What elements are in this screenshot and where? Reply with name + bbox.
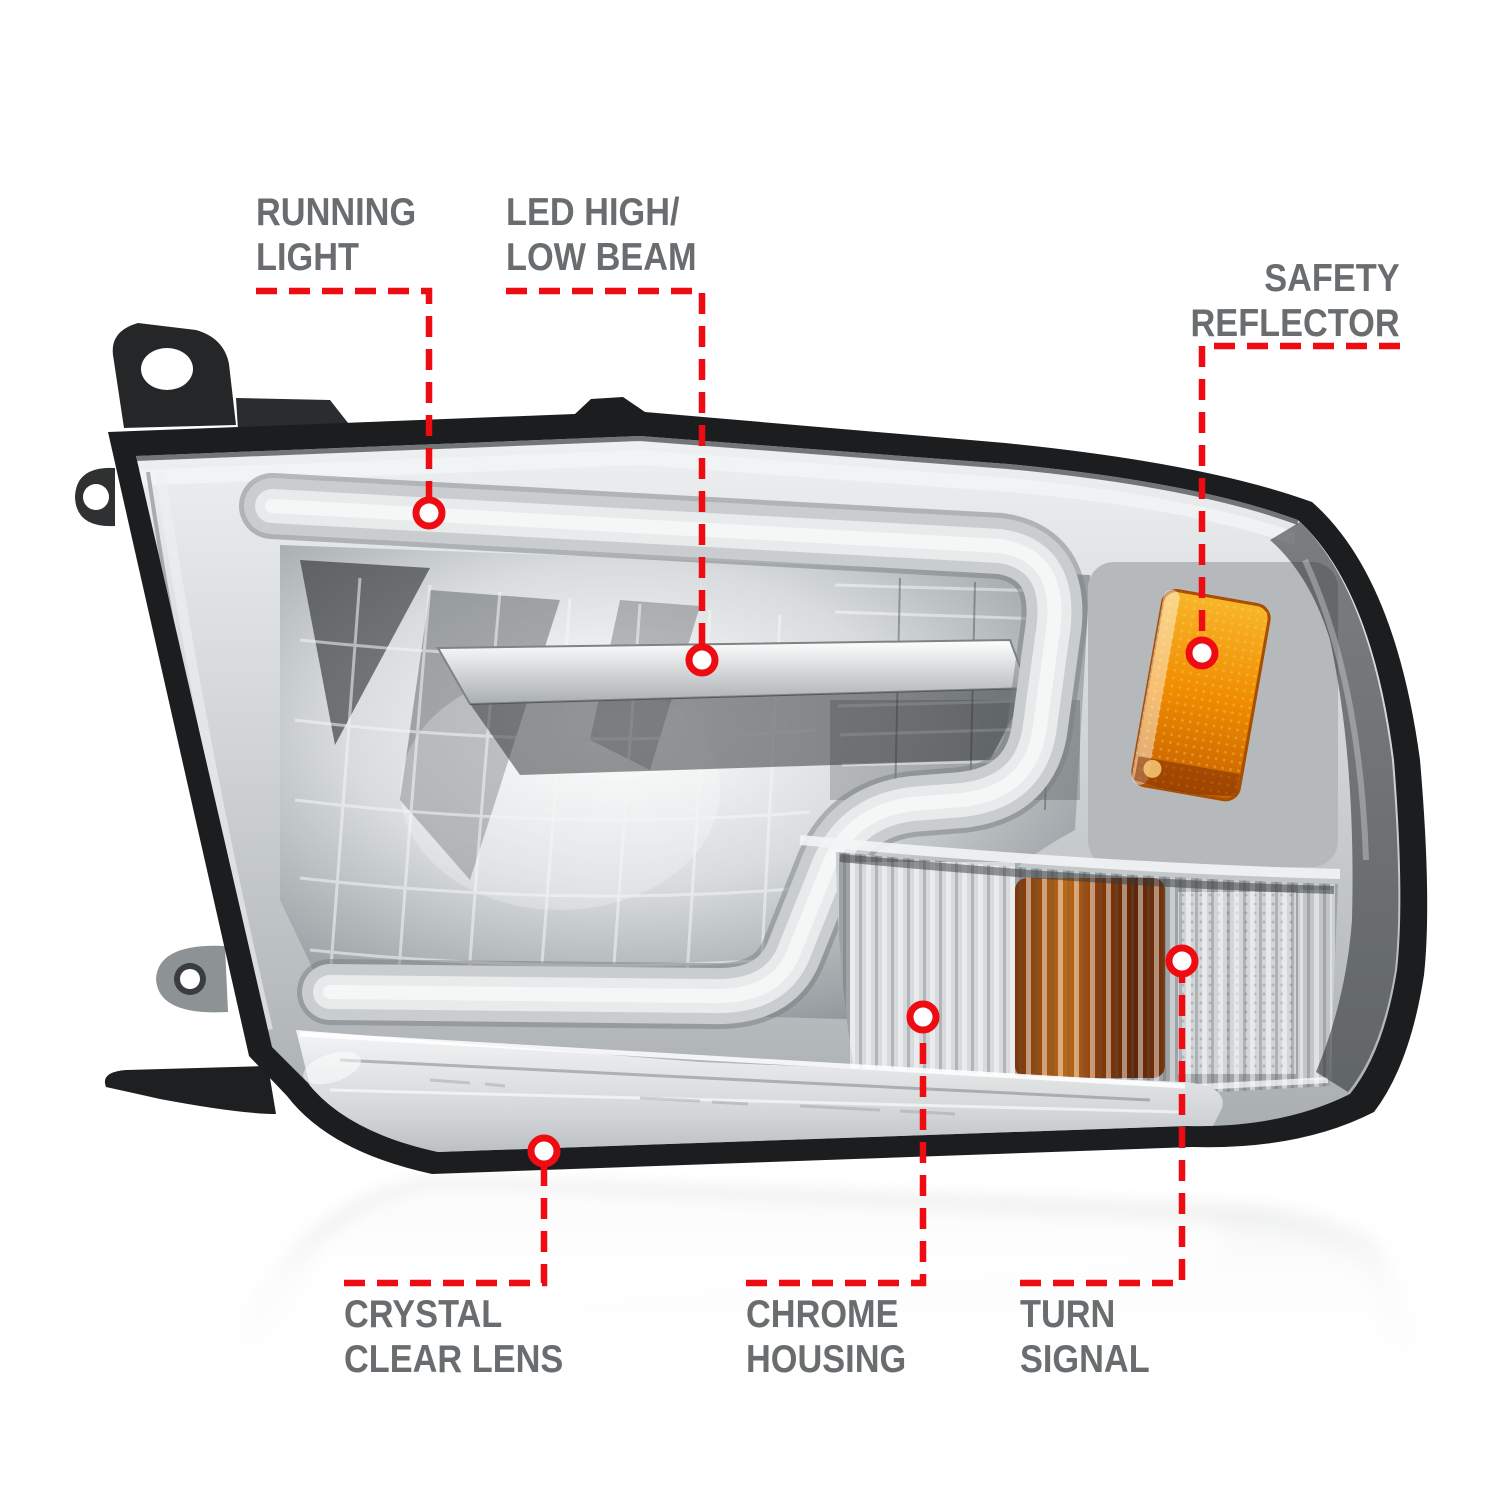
label-line: LED HIGH/ [506, 191, 680, 234]
callout-dot-safety-reflector [1185, 636, 1219, 670]
callout-line-running-light [256, 287, 433, 497]
callout-label-chrome-housing: CHROME HOUSING [746, 1292, 906, 1382]
amber-safety-reflector [1131, 589, 1271, 802]
callout-dot-led-high-low-beam [685, 643, 719, 677]
callout-label-turn-signal: TURN SIGNAL [1020, 1292, 1150, 1382]
label-line: TURN [1020, 1293, 1116, 1336]
label-line: LOW BEAM [506, 236, 697, 279]
callout-dot-turn-signal [1165, 944, 1199, 978]
label-line: LIGHT [256, 236, 359, 279]
crystal-lens-strip [296, 1030, 1223, 1152]
label-line: CLEAR LENS [344, 1338, 564, 1381]
mount-bracket-bottom [104, 1066, 276, 1114]
label-line: CHROME [746, 1293, 899, 1336]
reflection-fade [0, 1180, 1500, 1500]
callout-line-led-high-low-beam [506, 287, 706, 644]
callout-leader-lines [256, 287, 1400, 1287]
label-line: HOUSING [746, 1338, 907, 1381]
label-line: SIGNAL [1020, 1338, 1150, 1381]
callout-label-led-high-low-beam: LED HIGH/ LOW BEAM [506, 190, 697, 280]
callout-line-crystal-clear-lens [344, 1167, 548, 1287]
callout-label-running-light: RUNNING LIGHT [256, 190, 416, 280]
callout-dot-chrome-housing [906, 1000, 940, 1034]
callout-label-safety-reflector: SAFETY REFLECTOR [1191, 256, 1400, 346]
label-line: RUNNING [256, 191, 417, 234]
chrome-housing-bezel [136, 436, 1401, 1152]
label-line: CRYSTAL [344, 1293, 503, 1336]
mount-bracket-top [236, 398, 352, 430]
mount-hole-left [83, 484, 109, 510]
mount-hole-top [141, 348, 193, 390]
mount-hole-lower [180, 969, 200, 989]
led-beam-blade [436, 638, 1030, 775]
label-line: SAFETY [1264, 257, 1400, 300]
callout-line-safety-reflector [1198, 342, 1400, 637]
running-light-bar [239, 473, 1088, 1030]
callout-dot-crystal-clear-lens [527, 1134, 561, 1168]
lens-emboss-marks [429, 1078, 956, 1116]
callout-endpoint-dots [412, 496, 1219, 1168]
callout-dot-running-light [412, 496, 446, 530]
callout-line-chrome-housing [746, 1033, 927, 1287]
label-line: REFLECTOR [1190, 302, 1400, 345]
right-smoke-band [1270, 522, 1399, 1092]
callout-label-crystal-clear-lens: CRYSTAL CLEAR LENS [344, 1292, 563, 1382]
mounting-tabs [75, 323, 352, 1114]
turn-signal-assembly [799, 835, 1341, 1108]
callout-line-turn-signal [1020, 977, 1186, 1287]
